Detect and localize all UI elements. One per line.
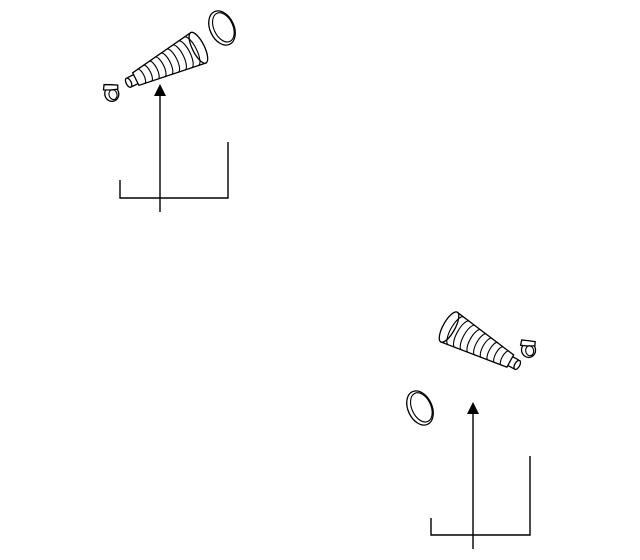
clamp-icon	[519, 337, 539, 360]
ring-icon	[400, 385, 440, 431]
lower-assembly	[400, 308, 539, 549]
boot-icon	[434, 308, 529, 382]
arrowhead-icon	[467, 402, 479, 414]
arrowhead-icon	[154, 84, 166, 96]
boot-icon	[118, 29, 213, 100]
upper-assembly	[101, 5, 242, 212]
clamp-icon	[101, 80, 123, 104]
callout-bracket	[430, 456, 531, 536]
ring-icon	[202, 5, 242, 51]
callout-bracket	[119, 142, 229, 199]
